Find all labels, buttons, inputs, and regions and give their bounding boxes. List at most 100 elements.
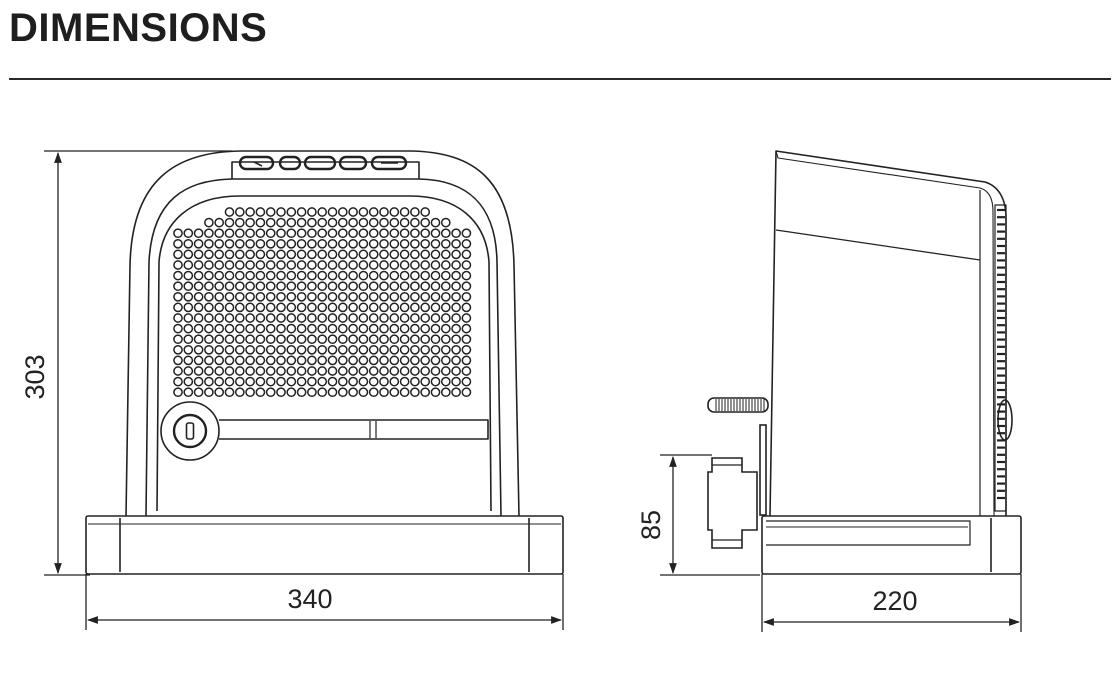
grille-hole [183,323,194,334]
grille-hole [296,291,307,302]
dim-label-303: 303 [20,354,50,399]
grille-hole [430,281,441,292]
grille-hole [317,366,328,376]
grille-hole [327,366,338,376]
grille-hole [337,344,348,355]
grille-hole [307,387,317,398]
grille-hole [296,323,307,334]
grille-hole [410,366,420,376]
grille-hole [358,376,369,387]
grille-hole [327,249,338,260]
grille-hole [461,238,472,249]
grille-hole [317,238,328,249]
grille-hole [451,366,461,376]
grille-hole [327,207,338,217]
grille-hole [193,387,204,398]
grille-hole [204,238,214,249]
grille-hole [368,260,379,270]
grille-hole [348,217,358,228]
grille-hole [224,249,235,260]
grille-hole [255,302,266,313]
grille-hole [461,334,472,345]
grille-hole [389,302,400,313]
grille-hole [255,228,266,239]
grille-hole [255,366,266,376]
grille-hole [420,302,431,313]
grille-hole [420,281,431,292]
grille-hole [224,281,235,292]
grille-hole [389,387,400,398]
grille-hole [410,313,420,323]
grille-hole [420,238,431,249]
grille-hole [399,355,410,366]
grille-hole [214,366,225,376]
grille-hole [173,355,183,366]
grille-hole [327,355,338,366]
grille-hole [265,281,276,292]
grille-hole [451,313,461,323]
grille-hole [296,313,307,323]
grille-hole [245,207,255,217]
grille-hole [420,313,431,323]
grille-hole [420,291,431,302]
grille-hole [348,281,358,292]
grille-hole [307,291,317,302]
grille-hole [255,355,266,366]
grille-hole [358,387,369,398]
grille-hole [358,249,369,260]
grille-hole [276,281,286,292]
grille-hole [296,366,307,376]
grille-hole [358,270,369,281]
grille-hole [286,302,297,313]
grille-hole [368,313,379,323]
grille-hole [296,344,307,355]
grille-hole [245,270,255,281]
grille-hole [173,344,183,355]
grille-hole [183,355,194,366]
grille-hole [358,302,369,313]
grille-hole [348,260,358,270]
grille-hole [379,355,389,366]
grille-hole [389,366,400,376]
grille-hole [307,217,317,228]
grille-hole [296,281,307,292]
grille-hole [193,366,204,376]
grille-hole [327,217,338,228]
grille-hole [255,217,266,228]
grille-hole [276,344,286,355]
grille-hole [317,334,328,345]
grille-hole [265,228,276,239]
grille-hole [204,323,214,334]
grille-hole [399,344,410,355]
grille-hole [379,249,389,260]
grille-hole [276,270,286,281]
grille-hole [430,260,441,270]
grille-hole [317,207,328,217]
grille-hole [204,270,214,281]
grille-hole [173,228,183,239]
grille-hole [286,387,297,398]
grille-hole [224,355,235,366]
grille-hole [358,355,369,366]
grille-hole [183,249,194,260]
grille-hole [255,270,266,281]
grille-hole [204,281,214,292]
grille-hole [368,270,379,281]
grille-hole [317,387,328,398]
grille-hole [410,387,420,398]
grille-hole [368,376,379,387]
grille-hole [204,291,214,302]
grille-hole [173,323,183,334]
grille-hole [430,366,441,376]
grille-hole [265,302,276,313]
grille-hole [317,270,328,281]
grille-hole [245,302,255,313]
grille-hole [327,334,338,345]
grille-hole [451,323,461,334]
grille-hole [337,323,348,334]
grille-hole [204,313,214,323]
grille-hole [173,387,183,398]
grille-hole [173,260,183,270]
grille-hole [348,323,358,334]
grille-hole [224,387,235,398]
